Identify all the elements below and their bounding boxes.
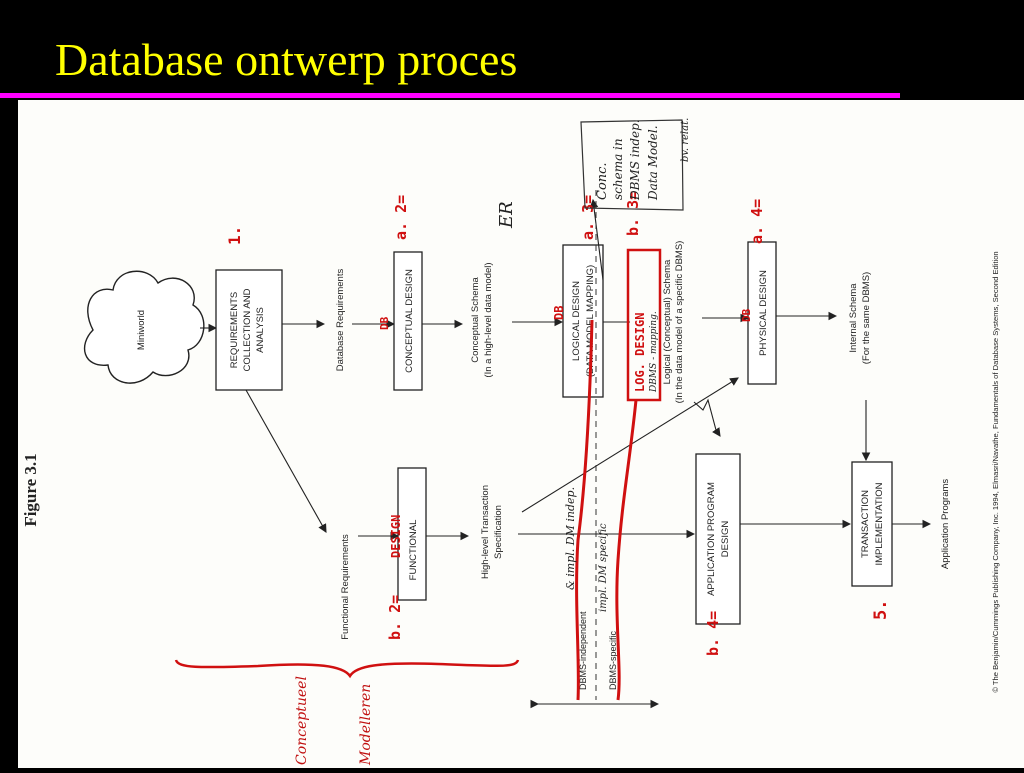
dbms-mapping-annotation: DBMS - mapping. (649, 311, 659, 393)
figure-label: Figure 3.1 (21, 453, 40, 526)
logical-schema-line-1: Logical (Conceptual) Schema (662, 259, 673, 384)
dbms-independent-label: DBMS-independent (578, 611, 588, 690)
slide-title: Database ontwerp proces (55, 34, 518, 85)
red-boundary-stroke-2 (615, 399, 638, 701)
step-4a-annotation: a. 4= (748, 199, 766, 244)
application-design-line-2: DESIGN (720, 521, 731, 558)
note-line-1: Conc. (595, 162, 610, 200)
step-3b-annotation: b. 3= (624, 191, 642, 236)
note-box (580, 119, 684, 211)
conceptual-schema-line-1: Conceptual Schema (470, 277, 481, 363)
logical-design-line-1: LOGICAL DESIGN (571, 281, 582, 361)
impl-specific-annotation: impl. DM specific (598, 523, 609, 612)
log-design-annotation: LOG. DESIGN (633, 313, 647, 392)
miniworld-cloud (83, 270, 205, 384)
transaction-implementation-box (851, 461, 893, 587)
step-1-annotation: 1. (225, 226, 244, 245)
application-design-line-1: APPLICATION PROGRAM (706, 482, 717, 596)
note-line-3: DBMS indep. (628, 119, 642, 201)
requirements-line-2: COLLECTION AND (242, 288, 253, 371)
transaction-spec-line-1: High-level Transaction (480, 485, 491, 579)
requirements-line-1: REQUIREMENTS (229, 292, 240, 369)
red-brace (174, 659, 520, 679)
dbms-specific-label: DBMS-specific (608, 630, 618, 690)
step-2a-annotation: a. 2= (392, 195, 410, 240)
design-process-diagram: Figure 3.1 Miniworld REQUIREMENTS COLLEC… (18, 100, 1024, 768)
modelleren-annotation: Modelleren (358, 684, 374, 766)
requirements-box (215, 269, 283, 391)
figure-panel: Figure 3.1 Miniworld REQUIREMENTS COLLEC… (18, 100, 1024, 768)
arrow-logical-to-note (589, 198, 604, 281)
note-line-4: Data Model. (646, 125, 660, 201)
arrow-schema-to-application (693, 398, 721, 437)
miniworld-label: Miniworld (136, 310, 147, 350)
functional-design-label: FUNCTIONAL (408, 520, 419, 581)
logical-design-box (562, 244, 604, 398)
transaction-implementation-line-2: IMPLEMENTATION (874, 482, 885, 565)
db-physical-annotation: DB (740, 308, 753, 322)
red-boundary-stroke-1 (575, 319, 594, 701)
step-3a-annotation: a. 3= (579, 195, 597, 240)
step-5-annotation: 5. (871, 600, 891, 620)
functional-design-box (397, 467, 427, 601)
conceptual-design-box (393, 251, 423, 391)
db-conceptual-annotation: DB (378, 316, 391, 330)
internal-schema-line-2: (For the same DBMS) (861, 272, 872, 364)
application-design-box (695, 453, 741, 625)
internal-schema-line-1: Internal Schema (848, 283, 859, 353)
conceptueel-annotation: Conceptueel (294, 676, 310, 765)
step-2b-annotation: b. 2= (386, 595, 404, 640)
conceptual-design-label: CONCEPTUAL DESIGN (404, 269, 415, 373)
requirements-line-3: ANALYSIS (255, 307, 266, 353)
er-annotation: ER (496, 201, 517, 229)
conceptual-schema-line-2: (In a high-level data model) (483, 262, 494, 377)
arrow-req-to-functional (245, 389, 327, 533)
transaction-implementation-line-1: TRANSACTION (860, 490, 871, 558)
copyright-text: © The Benjamin/Cummings Publishing Compa… (991, 251, 1000, 692)
step-4b-annotation: b. 4= (704, 611, 722, 656)
title-divider (0, 93, 900, 98)
note-line-2: schema in (611, 138, 625, 200)
database-requirements-label: Database Requirements (335, 269, 346, 372)
functional-requirements-label: Functional Requirements (340, 534, 351, 640)
db-logical-annotation: DB (552, 306, 566, 320)
transaction-spec-line-2: Specification (493, 505, 504, 559)
design-functional-annotation: DESIGN (389, 515, 403, 558)
figure-page (18, 100, 1024, 768)
physical-design-label: PHYSICAL DESIGN (758, 270, 769, 356)
physical-design-box (747, 241, 777, 385)
application-programs-label: Application Programs (940, 479, 951, 570)
impl-independent-annotation: & impl. DM indep. (564, 487, 577, 590)
logical-schema-line-2: (In the data model of a specific DBMS) (674, 241, 685, 404)
relational-example-note: bv. relat. (680, 118, 691, 162)
red-logical-box (626, 248, 662, 402)
